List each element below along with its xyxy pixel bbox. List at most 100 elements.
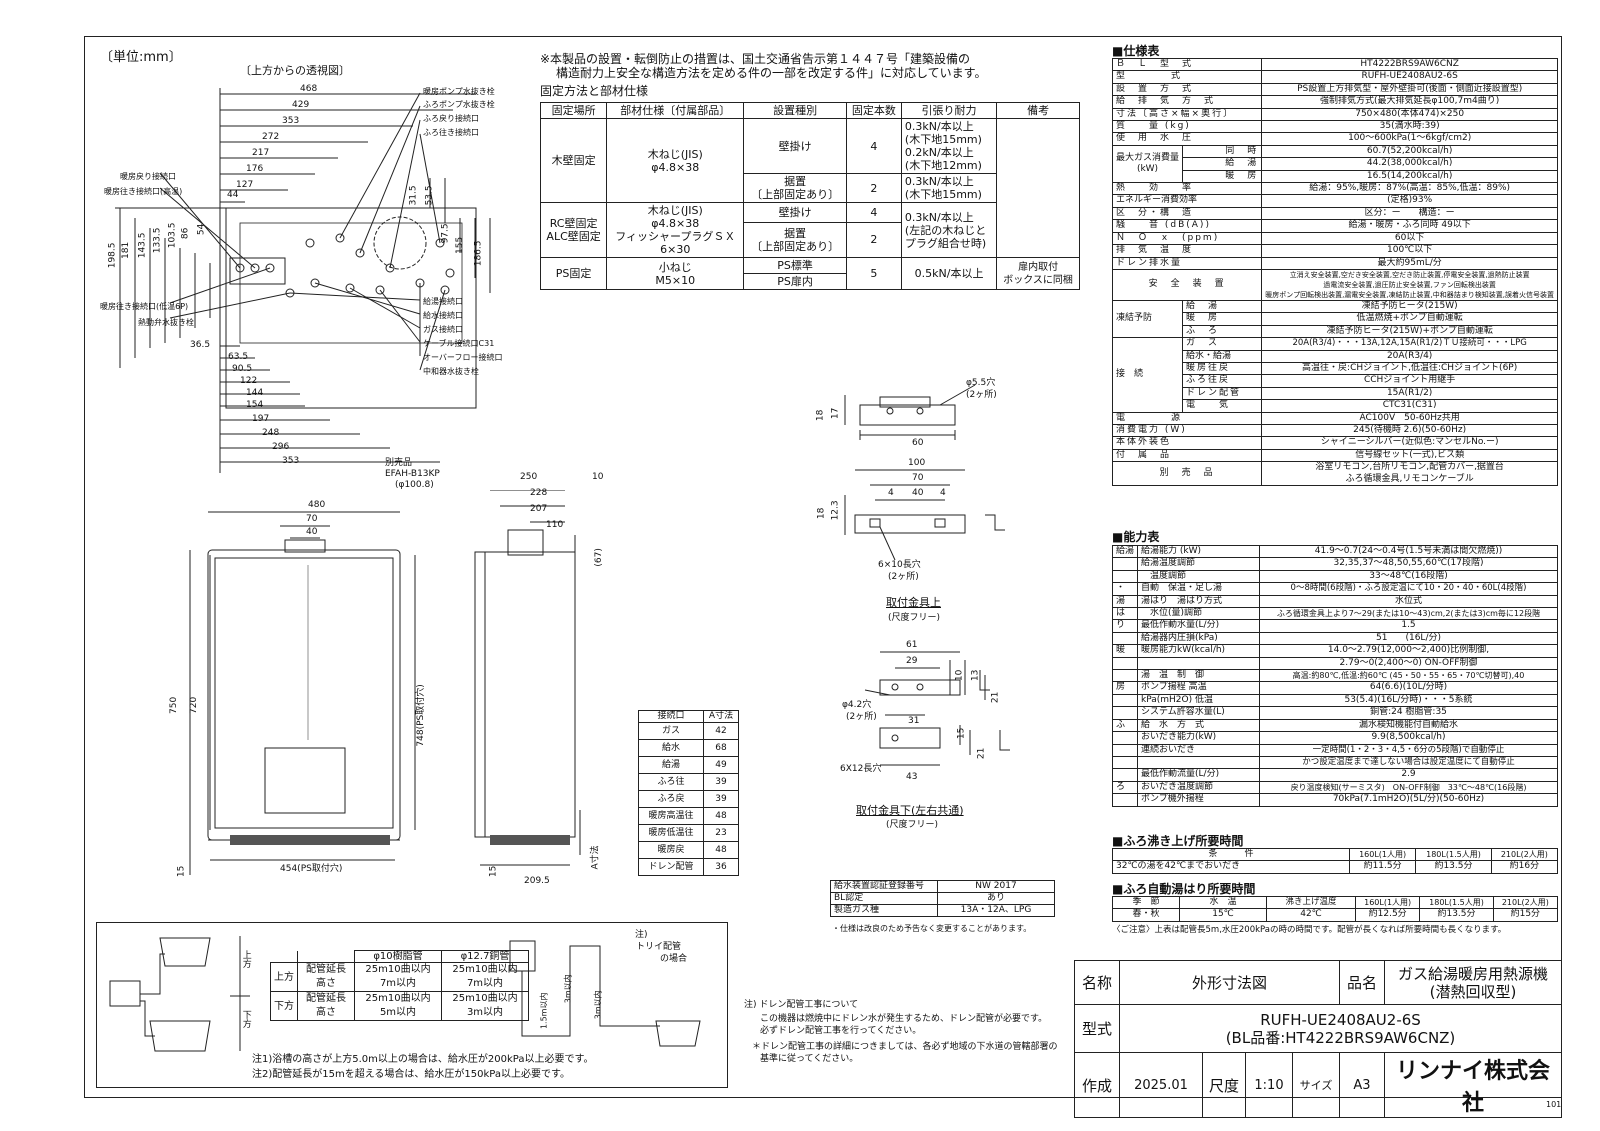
- spec-value: 区分：ー 構造：ー: [1261, 206, 1558, 221]
- perf-group: ・: [1111, 582, 1139, 596]
- label-heating-return: 暖房戻り接続口: [120, 172, 176, 181]
- side-d10: 10: [592, 472, 604, 482]
- bracket-top-d17: 17: [830, 407, 841, 420]
- bracket-top-sub: (尺度フリー): [888, 613, 941, 623]
- perf-value: 70kPa(7.1mH2O)(5L/分)(50-60Hz): [1259, 793, 1558, 807]
- name-label: 名称: [1074, 960, 1120, 1005]
- perf-value: 高温:約80℃,低温:約60℃ (45・50・55・65・70℃切替可),40: [1259, 669, 1558, 683]
- perf-value: 9.9(8,500kcal/h): [1259, 731, 1558, 745]
- spec-safety-value: 立消え安全装置,空だき安全装置,空だき防止装置,停電安全装置,過熱防止装置過電流…: [1261, 268, 1558, 301]
- spec-value: 最大約95mL/分: [1261, 256, 1558, 270]
- side-a-dim: A寸法: [590, 845, 601, 870]
- cert-value: 13A・12A、LPG: [937, 904, 1055, 917]
- perf-group: [1111, 693, 1139, 708]
- cert-value: NW 2017: [937, 880, 1055, 893]
- option-label: 別売品: [385, 458, 413, 468]
- perf-group: [1111, 669, 1139, 683]
- spec-key: 寸法〔高さ×幅×奥行〕: [1111, 107, 1263, 122]
- spec-key: 給 湯: [1182, 299, 1263, 314]
- fixing-header: 備考: [996, 102, 1080, 119]
- a-dim-port: 暖房低温往: [638, 824, 704, 842]
- perf-key: [1137, 755, 1261, 770]
- a-dim-value: 48: [703, 807, 739, 825]
- spec-key: 騒 音 (dB(A)): [1111, 219, 1263, 233]
- bracket-top-caption: 取付金具上: [886, 596, 941, 609]
- trap-note1: 注): [635, 930, 648, 940]
- bath-note1: 注1)浴槽の高さが上方5.0m以上の場合は、給水圧が200kPa以上必要です。: [252, 1054, 594, 1065]
- dim-53-5: 53.5: [424, 185, 435, 206]
- product-label: 品名: [1339, 960, 1385, 1005]
- perf-group: [1111, 743, 1139, 757]
- a-dim-value: 36: [703, 858, 739, 876]
- option-size: (φ100.8): [395, 480, 434, 490]
- spec-key: Ｎ Ｏ ｘ (ppm): [1111, 231, 1263, 246]
- trap-h2: 3m以内: [563, 974, 573, 1004]
- ps-place: PS固定: [539, 257, 608, 290]
- fixing-header: 固定本数: [845, 102, 902, 119]
- perf-value: 1.5: [1259, 619, 1558, 633]
- ps-note: 扉内取付ボックスに同梱: [996, 257, 1080, 290]
- spec-key: 設 置 方 式: [1111, 82, 1263, 97]
- perf-value: 2.9: [1259, 768, 1558, 782]
- label-bath-return: ふろ戻り接続口: [423, 114, 479, 123]
- title-block: 名称 外形寸法図 品名 ガス給湯暖房用熱源機(潜熱回収型) 型式 RUFH-UE…: [1074, 960, 1562, 1118]
- perf-value: 53(5.4)(16L/分時)・・・5系統: [1259, 693, 1558, 708]
- option-model: EFAH-B13KP: [385, 469, 440, 479]
- spec-value: CCHジョイント用継手: [1261, 374, 1558, 388]
- boil-head: 180L(1.5人用): [1415, 847, 1492, 862]
- a-dim-header: A寸法: [703, 710, 739, 723]
- fill-head: 沸き上げ温度: [1266, 895, 1356, 910]
- spec-value: 凍結予防ヒータ(215W): [1261, 299, 1558, 314]
- page-number: 101: [1546, 1100, 1562, 1109]
- dim-103-5: 103.5: [167, 222, 178, 249]
- model-label: 型式: [1074, 1004, 1120, 1053]
- rc-wall-hang: 壁掛け: [743, 202, 847, 223]
- spec-key: ふ ろ: [1182, 324, 1263, 339]
- spec-value: 15A(R1/2): [1261, 386, 1558, 401]
- bracket-top-d4b: 4: [940, 488, 946, 498]
- wood-wall-force: 0.3kN/本以上(木下地15mm)0.2kN/本以上(木下地12mm): [900, 118, 998, 174]
- fill-value: 約15分: [1492, 908, 1559, 922]
- dim-31-5: 31.5: [408, 185, 419, 206]
- bath-row-down: 下方: [270, 991, 298, 1021]
- perf-value: 41.9〜0.7(24〜0.4号(1.5号未満は間欠燃焼)): [1259, 544, 1558, 559]
- fill-head: 210L(2人用): [1492, 895, 1559, 910]
- wood-wall-hang: 壁掛け: [743, 118, 847, 174]
- perf-table: 給湯給湯能力 (kW)41.9〜0.7(24〜0.4号(1.5号未満は間欠燃焼)…: [1111, 544, 1558, 807]
- label-bath-pump-drain: ふろポンプ水抜き栓: [423, 100, 495, 109]
- dim-272: 272: [262, 132, 280, 142]
- bracket-side-d21b: 21: [976, 747, 987, 760]
- spec-value: AC100V 50-60Hz共用: [1261, 411, 1558, 425]
- a-dim-value: 49: [703, 756, 739, 774]
- spec-gas-label: 最大ガス消費量(kW): [1111, 144, 1184, 184]
- label-heating-supply-low: 暖房往き接続口(低温6P): [100, 302, 189, 311]
- trap-h3: 3m以内: [593, 990, 603, 1020]
- bath-table-corner: [297, 950, 355, 963]
- label-bath-supply: ふろ往き接続口: [423, 128, 479, 137]
- drain-line1: この機器は燃焼中にドレン水が発生するため、ドレン配管が必要です。: [760, 1014, 1048, 1024]
- label-hot-water: 給湯接続口: [423, 297, 463, 306]
- perf-key: 水位(量)調節: [1137, 607, 1261, 621]
- perf-key: kPa(mH2O) 低温: [1137, 693, 1261, 708]
- perf-key: 給湯器内圧損(kPa): [1137, 631, 1261, 646]
- spec-value: 20A(R3/4): [1261, 349, 1558, 363]
- bracket-side-d13: 13: [970, 669, 981, 682]
- bracket-side-hole-sub: (2ヶ所): [846, 712, 877, 722]
- dim-248: 248: [262, 428, 280, 438]
- spec-value: (定格)93%: [1261, 194, 1558, 208]
- label-neutralizer-drain: 中和器水抜き栓: [423, 367, 479, 376]
- perf-key: 給湯温度調節: [1137, 557, 1261, 571]
- fixing-header: 固定場所: [539, 102, 608, 119]
- a-dim-port: 暖房戻: [638, 841, 704, 859]
- bracket-top-slot-sub: (2ヶ所): [888, 572, 919, 582]
- spec-key: 本体外装色: [1111, 436, 1263, 450]
- perf-key: おいだき能力(kW): [1137, 731, 1261, 745]
- front-view-drawing: [189, 490, 581, 875]
- dim-353: 353: [282, 116, 300, 126]
- perf-value: 64(6.6)(10L/分時): [1259, 681, 1558, 695]
- bracket-side-d21: 21: [990, 691, 1001, 704]
- side-d250: 250: [520, 472, 538, 482]
